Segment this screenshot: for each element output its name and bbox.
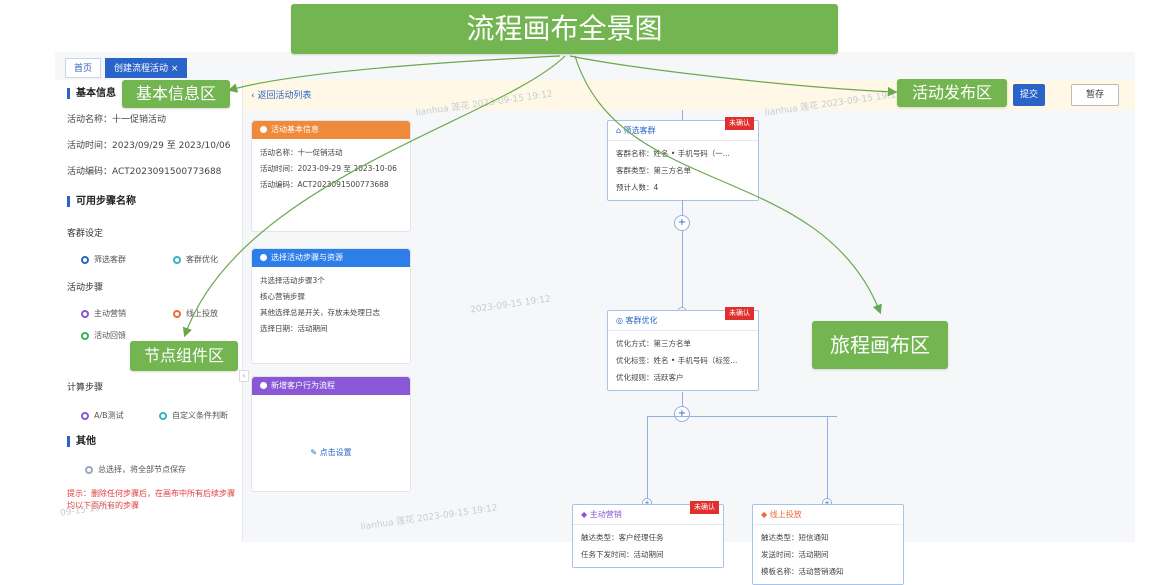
node-item-custom-condition[interactable]: 自定义条件判断 [159,410,228,421]
connector-line [827,416,828,500]
group-label: 活动步骤 [67,283,104,293]
tab-home[interactable]: 首页 [65,58,102,78]
panel-body: 共选择活动步骤3个 核心营销步骤 其他选择总是开关，存放未处理日志 选择日期：活… [260,276,380,333]
panel-header: 新增客户行为流程 [252,377,410,395]
basic-info-title: 基本信息 [67,88,116,99]
panel-header: 活动基本信息 [252,121,410,139]
panel-body: 活动名称：十一促销活动 活动时间：2023-09-29 至 2023-10-06… [260,148,397,189]
card-body: 优化方式：第三方名单 优化标签：姓名 • 手机号码（标签... 优化规则：活跃客… [616,339,738,382]
main-title-callout: 流程画布全景图 [291,4,838,54]
panel-steps-resources[interactable]: 选择活动步骤与资源 共选择活动步骤3个 核心营销步骤 其他选择总是开关，存放未处… [251,248,411,364]
node-icon [173,309,181,318]
node-icon [81,411,89,420]
other-title: 其他 [67,436,96,447]
card-header: ◆ 主动营销 [573,505,723,525]
card-body: 触达类型：客户经理任务 任务下发时间：活动期间 [581,533,664,559]
connector-line [647,416,648,500]
status-badge: 未确认 [725,307,754,320]
node-card-filter[interactable]: ⌂ 筛选客群 未确认 客群名称：姓名 • 手机号码（一... 客群类型：第三方名… [607,117,759,201]
connector-line [682,110,683,120]
node-item-optimize[interactable]: 客群优化 [173,254,218,265]
node-item-active-marketing[interactable]: 主动营销 [81,308,126,319]
journey-canvas[interactable]: ⌂ 筛选客群 未确认 客群名称：姓名 • 手机号码（一... 客群类型：第三方名… [417,110,1135,585]
activity-time: 活动时间：2023/09/29 至 2023/10/06 [67,141,231,151]
node-item-feedback[interactable]: 活动回馈 [81,330,126,341]
node-item-filter[interactable]: 筛选客群 [81,254,126,265]
node-card-online-ads[interactable]: ◆ 线上投放 触达类型：短信通知 发送时间：活动期间 模板名称：活动营销通知 [752,504,904,585]
back-to-list-link[interactable]: ‹ 返回活动列表 [251,91,312,101]
node-icon [81,309,89,318]
add-node-button[interactable]: + [674,406,690,422]
panel-basic-info[interactable]: 活动基本信息 活动名称：十一促销活动 活动时间：2023-09-29 至 202… [251,120,411,232]
canvas-area-callout: 旅程画布区 [812,321,948,369]
add-node-button[interactable]: + [674,215,690,231]
group-label: 计算步骤 [67,383,104,393]
node-card-optimize[interactable]: ◎ 客群优化 未确认 优化方式：第三方名单 优化标签：姓名 • 手机号码（标签.… [607,307,759,391]
node-icon [159,411,167,420]
node-item-ab-test[interactable]: A/B测试 [81,410,124,421]
save-draft-button[interactable]: 暂存 [1071,84,1119,106]
group-label: 客群设定 [67,229,104,239]
node-icon [85,465,93,474]
warning-text: 提示：删除任何步骤后，在画布中所有后续步骤均以下面所有的步骤 [67,489,235,510]
info-icon [260,254,267,261]
connector-line [682,392,683,416]
setup-link[interactable]: ✎ 点击设置 [310,448,352,457]
card-body: 客群名称：姓名 • 手机号码（一... 客群类型：第三方名单 预计人数：4 [616,149,730,192]
node-components-callout: 节点组件区 [130,341,238,371]
nodes-title: 可用步骤名称 [67,196,136,207]
card-body: 触达类型：短信通知 发送时间：活动期间 模板名称：活动营销通知 [761,533,844,576]
node-item-other[interactable]: 总选择，将全部节点保存 [85,464,186,475]
tab-bar: 首页 创建流程活动 × [65,58,188,78]
publish-area-callout: 活动发布区 [897,79,1007,107]
node-item-online-ads[interactable]: 线上投放 [173,308,218,319]
node-icon [173,255,181,264]
sidebar: 基本信息 活动名称：十一促销活动 活动时间：2023/09/29 至 2023/… [55,80,243,542]
basic-info-callout: 基本信息区 [122,80,230,108]
connector-line [647,416,837,417]
panel-customer-behavior[interactable]: 新增客户行为流程 ✎ 点击设置 [251,376,411,492]
panel-header: 选择活动步骤与资源 [252,249,410,267]
info-icon [260,126,267,133]
status-badge: 未确认 [725,117,754,130]
info-icon [260,382,267,389]
collapse-sidebar-button[interactable]: ‹ [239,370,249,382]
status-badge: 未确认 [690,501,719,514]
tab-create-flow[interactable]: 创建流程活动 × [105,58,188,78]
activity-name: 活动名称：十一促销活动 [67,115,167,125]
card-header: ◆ 线上投放 [753,505,903,525]
app-window: 首页 创建流程活动 × 基本信息 活动名称：十一促销活动 活动时间：2023/0… [55,52,1135,585]
card-header: ◎ 客群优化 [608,311,758,331]
node-icon [81,331,89,340]
node-icon [81,255,89,264]
submit-button[interactable]: 提交 [1013,84,1045,106]
node-card-active-marketing[interactable]: ◆ 主动营销 未确认 触达类型：客户经理任务 任务下发时间：活动期间 [572,501,724,568]
activity-code: 活动编码：ACT2023091500773688 [67,167,222,177]
